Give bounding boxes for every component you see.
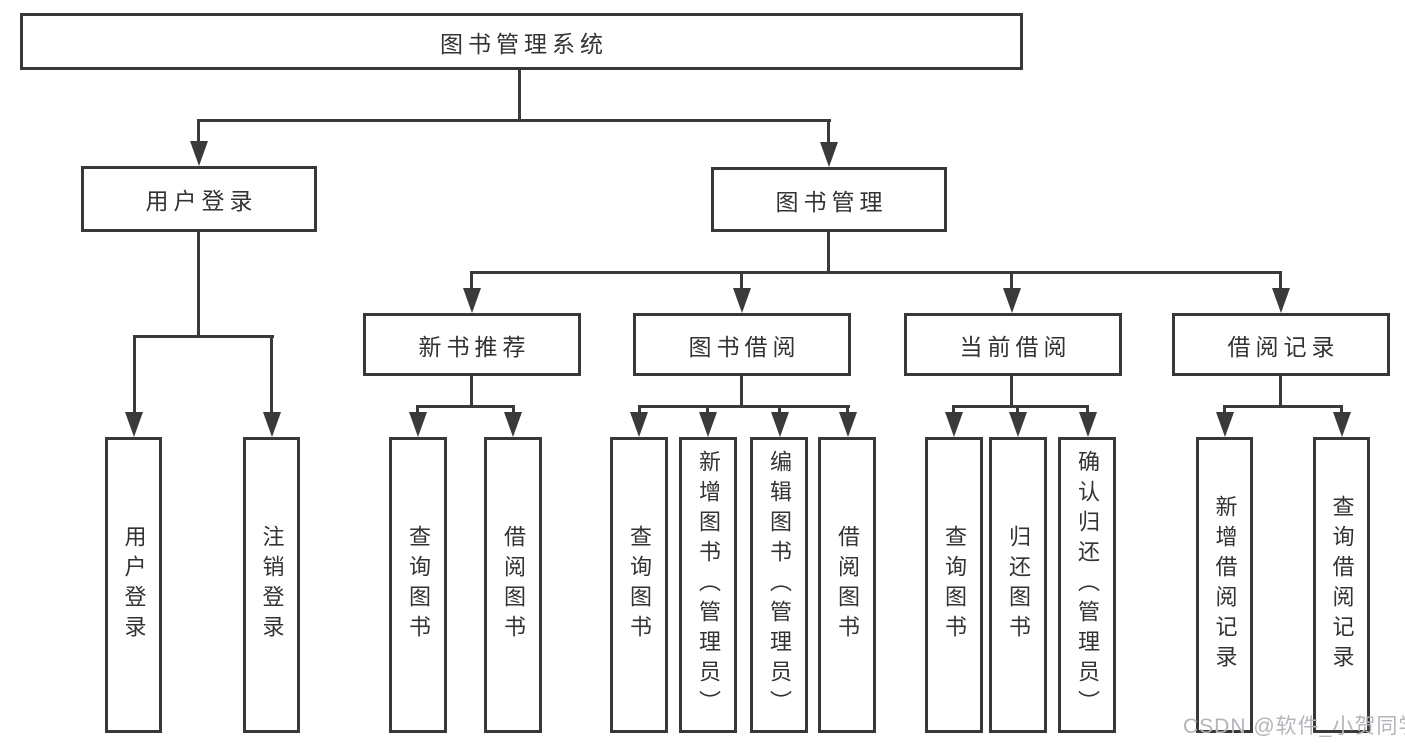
connector-arrow [1003,288,1021,313]
connector-line [638,405,641,417]
connector-arrow [1079,412,1097,437]
connector-line [827,232,830,274]
connector-arrow [1009,412,1027,437]
connector-line [1279,376,1282,408]
connector-line [197,119,200,145]
connector-line [1223,405,1226,417]
connector-line [518,70,521,122]
connector-arrow [463,288,481,313]
connector-arrow [125,412,143,437]
connector-line [827,119,830,145]
connector-line [197,232,200,338]
connector-line [846,405,849,417]
connector-arrow [1333,412,1351,437]
connector-arrow [733,288,751,313]
connector-line [416,405,515,408]
connector-line [133,335,136,414]
connector-line [1223,405,1343,408]
connector-line [512,405,515,417]
node-borrow-records: 借阅记录 [1172,313,1390,376]
connector-arrow [945,412,963,437]
node-new-book-recommend: 新书推荐 [363,313,581,376]
connector-line [1279,271,1282,291]
connector-arrow [839,412,857,437]
connector-line [1340,405,1343,417]
connector-line [416,405,419,417]
leaf-return-books: 归还图书 [989,437,1047,733]
leaf-add-books-admin: 新增图书（管理员） [679,437,737,733]
connector-line [1016,405,1019,417]
connector-line [706,405,709,417]
leaf-add-borrow-record: 新增借阅记录 [1196,437,1253,733]
connector-arrow [771,412,789,437]
connector-arrow [1216,412,1234,437]
leaf-borrow-query-books: 查询图书 [610,437,668,733]
leaf-logout: 注销登录 [243,437,300,733]
leaf-confirm-return-admin: 确认归还（管理员） [1058,437,1116,733]
node-book-management: 图书管理 [711,167,947,232]
connector-line [1086,405,1089,417]
node-library-system: 图书管理系统 [20,13,1023,70]
connector-arrow [630,412,648,437]
connector-line [952,405,955,417]
connector-line [1010,271,1013,291]
connector-line [197,119,831,122]
connector-line [1010,376,1013,408]
connector-line [470,271,1282,274]
connector-line [740,376,743,408]
leaf-query-borrow-record: 查询借阅记录 [1313,437,1370,733]
connector-arrow [190,141,208,166]
connector-line [470,271,473,291]
connector-line [133,335,274,338]
connector-line [638,405,850,408]
connector-arrow [699,412,717,437]
leaf-user-login: 用户登录 [105,437,162,733]
node-user-login: 用户登录 [81,166,317,232]
leaf-recommend-borrow-books: 借阅图书 [484,437,542,733]
connector-line [470,376,473,408]
connector-arrow [504,412,522,437]
connector-line [740,271,743,291]
connector-line [270,335,273,414]
connector-line [778,405,781,417]
node-book-borrow: 图书借阅 [633,313,851,376]
connector-arrow [820,142,838,167]
leaf-edit-books-admin: 编辑图书（管理员） [750,437,808,733]
connector-arrow [1272,288,1290,313]
leaf-recommend-query-books: 查询图书 [389,437,447,733]
connector-line [952,405,1089,408]
csdn-watermark: CSDN @软件_小贺同学 [1183,715,1405,738]
leaf-borrow-books: 借阅图书 [818,437,876,733]
connector-arrow [409,412,427,437]
leaf-current-query-books: 查询图书 [925,437,983,733]
connector-arrow [263,412,281,437]
node-current-borrow: 当前借阅 [904,313,1122,376]
